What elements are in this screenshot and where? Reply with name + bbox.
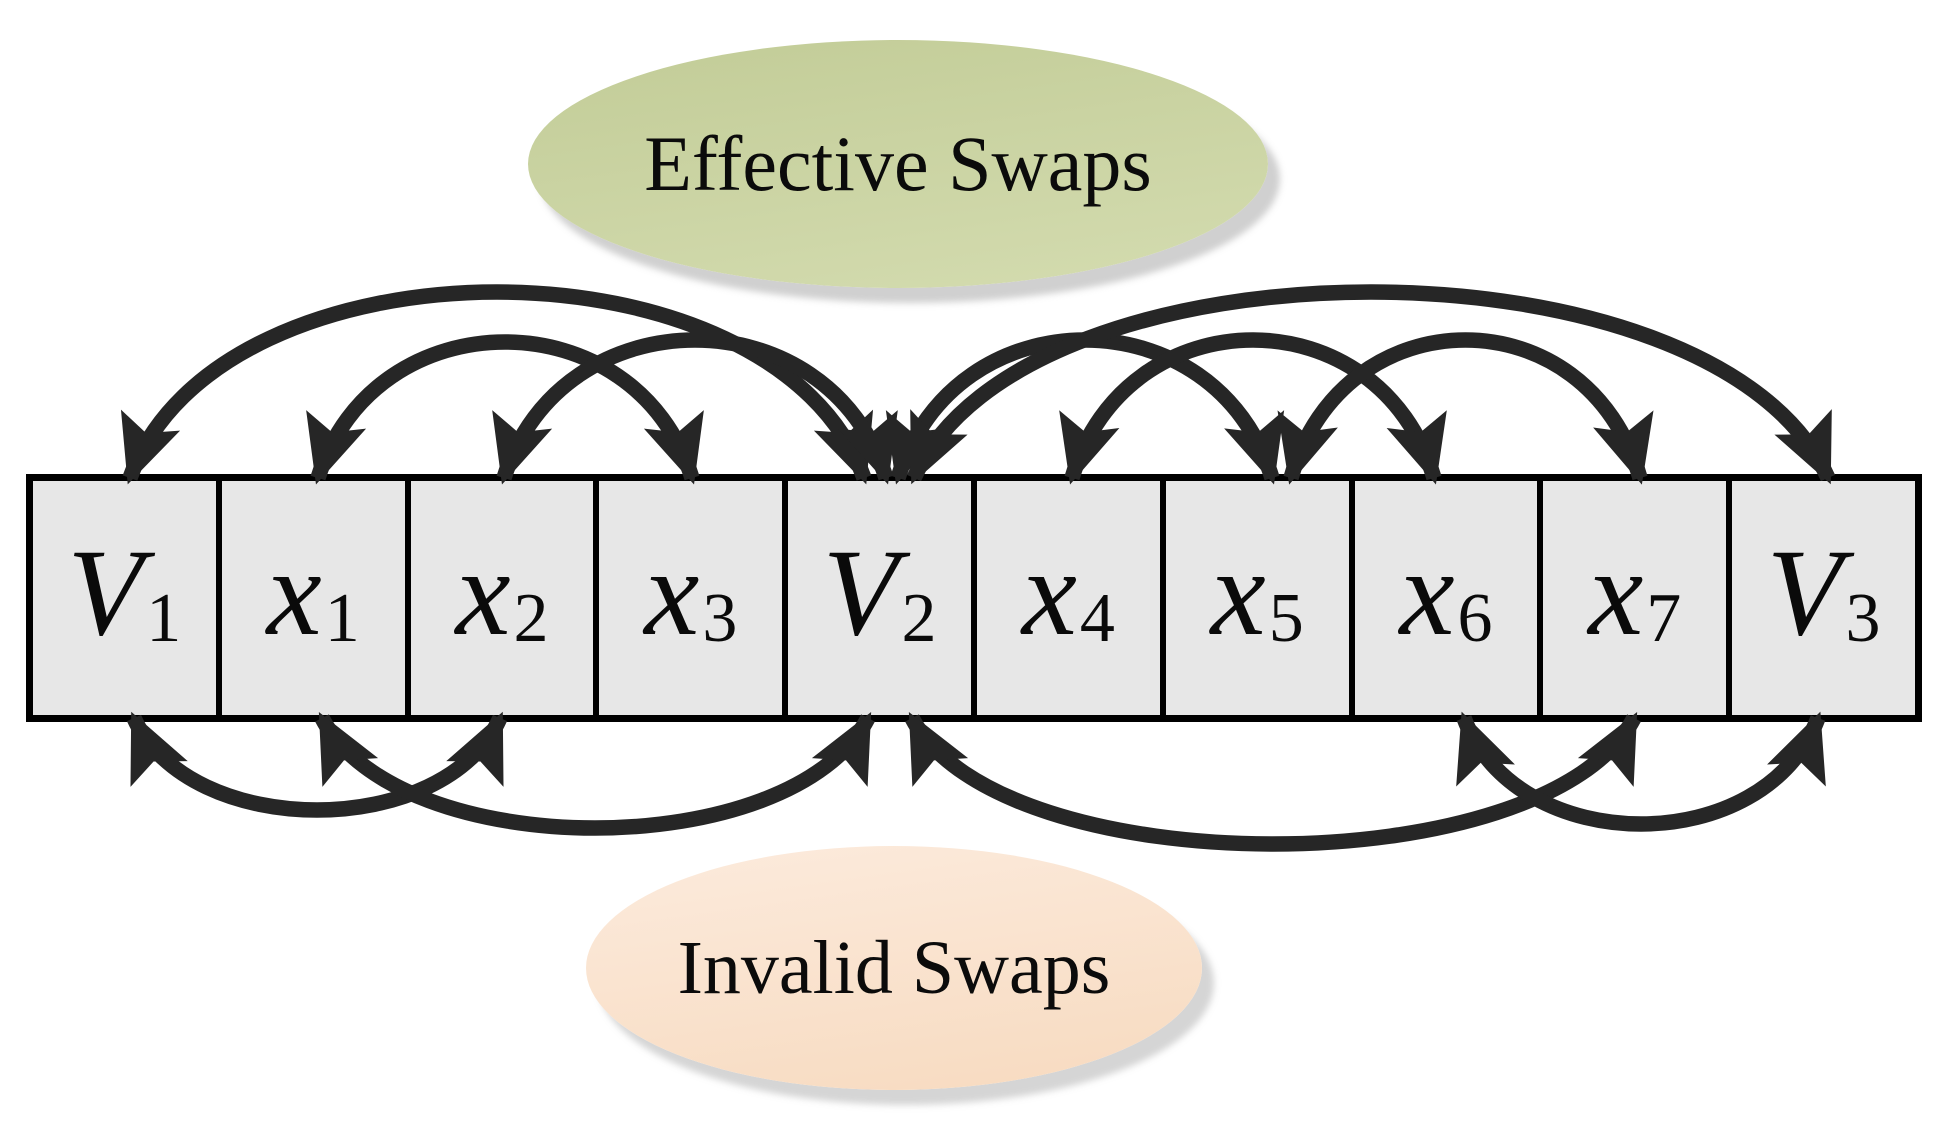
cell-V1-subscript: 1 [146,580,182,657]
swap-arc-effective-V2-V3 [906,284,1836,485]
cell-V3-subscript: 3 [1845,580,1881,657]
invalid-swaps-label: Invalid Swaps [677,925,1111,1010]
cell-x7-subscript: 7 [1646,580,1682,657]
cell-x3-base: x [644,524,700,661]
cell-x4-base: x [1021,524,1077,661]
cell-V2-subscript: 2 [901,580,937,657]
cell-x2-base: x [455,524,511,661]
cell-x6-base: x [1399,524,1455,661]
cell-x2-subscript: 2 [513,580,549,657]
swap-arc-effective-x5-x7 [1277,332,1654,485]
cell-V2-base: V [822,524,899,661]
cell-x4-subscript: 4 [1079,580,1115,657]
cell-V3-base: V [1766,524,1843,661]
swap-arc-invalid-V2-x7 [905,711,1641,852]
cell-x1-base: x [266,524,322,661]
effective-swaps-bubble: Effective Swaps [528,40,1268,288]
cell-x1-subscript: 1 [324,580,360,657]
swap-arc-invalid-V1-x2 [126,711,508,818]
swap-arc-invalid-x1-V2 [315,711,875,836]
effective-swaps-label: Effective Swaps [644,120,1152,207]
swap-arc-effective-x4-x6 [1059,332,1447,485]
swap-arc-effective-x1-x3 [306,334,704,485]
swap-arc-invalid-x6-V3 [1456,711,1826,832]
swap-arc-effective-x2-V2 [492,332,898,485]
swap-arc-effective-V2-x5 [885,332,1285,485]
invalid-swaps-bubble: Invalid Swaps [586,846,1202,1090]
cell-x5-base: x [1210,524,1266,661]
cell-x3-subscript: 3 [702,580,738,657]
cell-x6-subscript: 6 [1457,580,1493,657]
cell-x7-base: x [1588,524,1644,661]
swap-arc-effective-V1-V2 [121,284,873,485]
cell-x5-subscript: 5 [1268,580,1304,657]
cell-V1-base: V [67,524,144,661]
